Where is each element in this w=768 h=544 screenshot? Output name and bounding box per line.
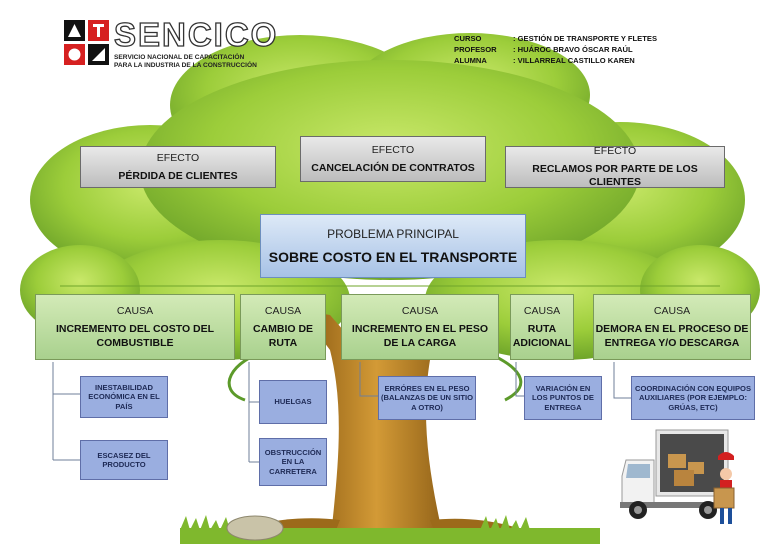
header-student-label: ALUMNA [454, 56, 487, 65]
grass [180, 515, 600, 544]
cause-label: CAUSA [116, 304, 154, 317]
subcause-auxiliary-equipment: COORDINACIÓN CON EQUIPOS AUXILIARES (POR… [631, 376, 755, 420]
header-professor-label: PROFESOR [454, 45, 497, 54]
cause-title-line-1: INCREMENTO EN EL PESO [351, 322, 489, 335]
cause-label: CAUSA [653, 304, 691, 317]
sencico-logo: SENCICO SERVICIO NACIONAL DE CAPACITACIÓ… [64, 17, 277, 72]
subcause-road-obstruction: OBSTRUCCIÓN EN LA CARRETERA [259, 438, 327, 486]
cause-title-line-1: CAMBIO DE [252, 322, 314, 335]
header-course-label: CURSO [454, 34, 482, 43]
cause-box-load-weight: CAUSA INCREMENTO EN EL PESO DE LA CARGA [341, 294, 499, 360]
subcause-delivery-point-variation: VARIACIÓN EN LOS PUNTOS DE ENTREGA [524, 376, 602, 420]
main-problem-box: PROBLEMA PRINCIPAL SOBRE COSTO EN EL TRA… [260, 214, 526, 278]
effect-box-lost-clients: EFECTO PÉRDIDA DE CLIENTES [80, 146, 276, 188]
header-course-value: : GESTIÓN DE TRANSPORTE Y FLETES [513, 34, 658, 43]
cause-title-line-2: DE LA CARGA [383, 336, 457, 349]
effect-title: RECLAMOS POR PARTE DE LOS CLIENTES [532, 163, 698, 188]
cause-title-line-1: RUTA [527, 322, 557, 335]
cause-label: CAUSA [401, 304, 439, 317]
problem-label: PROBLEMA PRINCIPAL [327, 227, 459, 241]
logo-emblem-icon [64, 20, 109, 65]
header-student-value: : VILLARREAL CASTILLO KAREN [513, 56, 635, 65]
problem-title: SOBRE COSTO EN EL TRANSPORTE [268, 249, 518, 265]
cause-title-line-2: RUTA [268, 336, 298, 349]
effect-label: EFECTO [371, 143, 415, 156]
rock [226, 515, 284, 541]
cause-label: CAUSA [264, 304, 302, 317]
cause-box-route-change: CAUSA CAMBIO DE RUTA [240, 294, 326, 360]
effect-label: EFECTO [156, 151, 200, 164]
logo-subtitle-2: PARA LA INDUSTRIA DE LA CONSTRUCCIÓN [114, 62, 257, 69]
subcause-economic-instability: INESTABILIDAD ECONÓMICA EN EL PAÍS [80, 376, 168, 418]
cause-box-fuel-cost: CAUSA INCREMENTO DEL COSTO DEL COMBUSTIB… [35, 294, 235, 360]
effect-box-client-complaints: EFECTO RECLAMOS POR PARTE DE LOS CLIENTE… [505, 145, 725, 188]
cause-box-additional-route: CAUSA RUTA ADICIONAL [510, 294, 574, 360]
cause-label: CAUSA [523, 304, 561, 317]
effect-title: PÉRDIDA DE CLIENTES [118, 169, 238, 182]
effect-title: CANCELACIÓN DE CONTRATOS [311, 161, 475, 174]
subcause-weight-errors: ERRÓRES EN EL PESO (BALANZAS DE UN SITIO… [378, 376, 476, 420]
logo-subtitle-1: SERVICIO NACIONAL DE CAPACITACIÓN [114, 54, 245, 61]
subcause-product-shortage: ESCASEZ DEL PRODUCTO [80, 440, 168, 480]
subcause-strikes: HUELGAS [259, 380, 327, 424]
cause-title-line-2: ADICIONAL [512, 336, 572, 349]
header-professor-value: : HUÁROC BRAVO ÓSCAR RAÚL [513, 45, 633, 54]
effect-label: EFECTO [593, 145, 637, 157]
logo-wordmark: SENCICO [113, 16, 279, 53]
cause-title-line-2: COMBUSTIBLE [96, 336, 174, 349]
cause-title-line-2: ENTREGA Y/O DESCARGA [604, 336, 740, 349]
cause-box-delivery-delay: CAUSA DEMORA EN EL PROCESO DE ENTREGA Y/… [593, 294, 751, 360]
cause-title-line-1: INCREMENTO DEL COSTO DEL [55, 322, 215, 335]
delivery-truck-icon [618, 424, 748, 534]
cause-title-line-1: DEMORA EN EL PROCESO DE [595, 322, 749, 335]
effect-box-contract-cancellation: EFECTO CANCELACIÓN DE CONTRATOS [300, 136, 486, 182]
